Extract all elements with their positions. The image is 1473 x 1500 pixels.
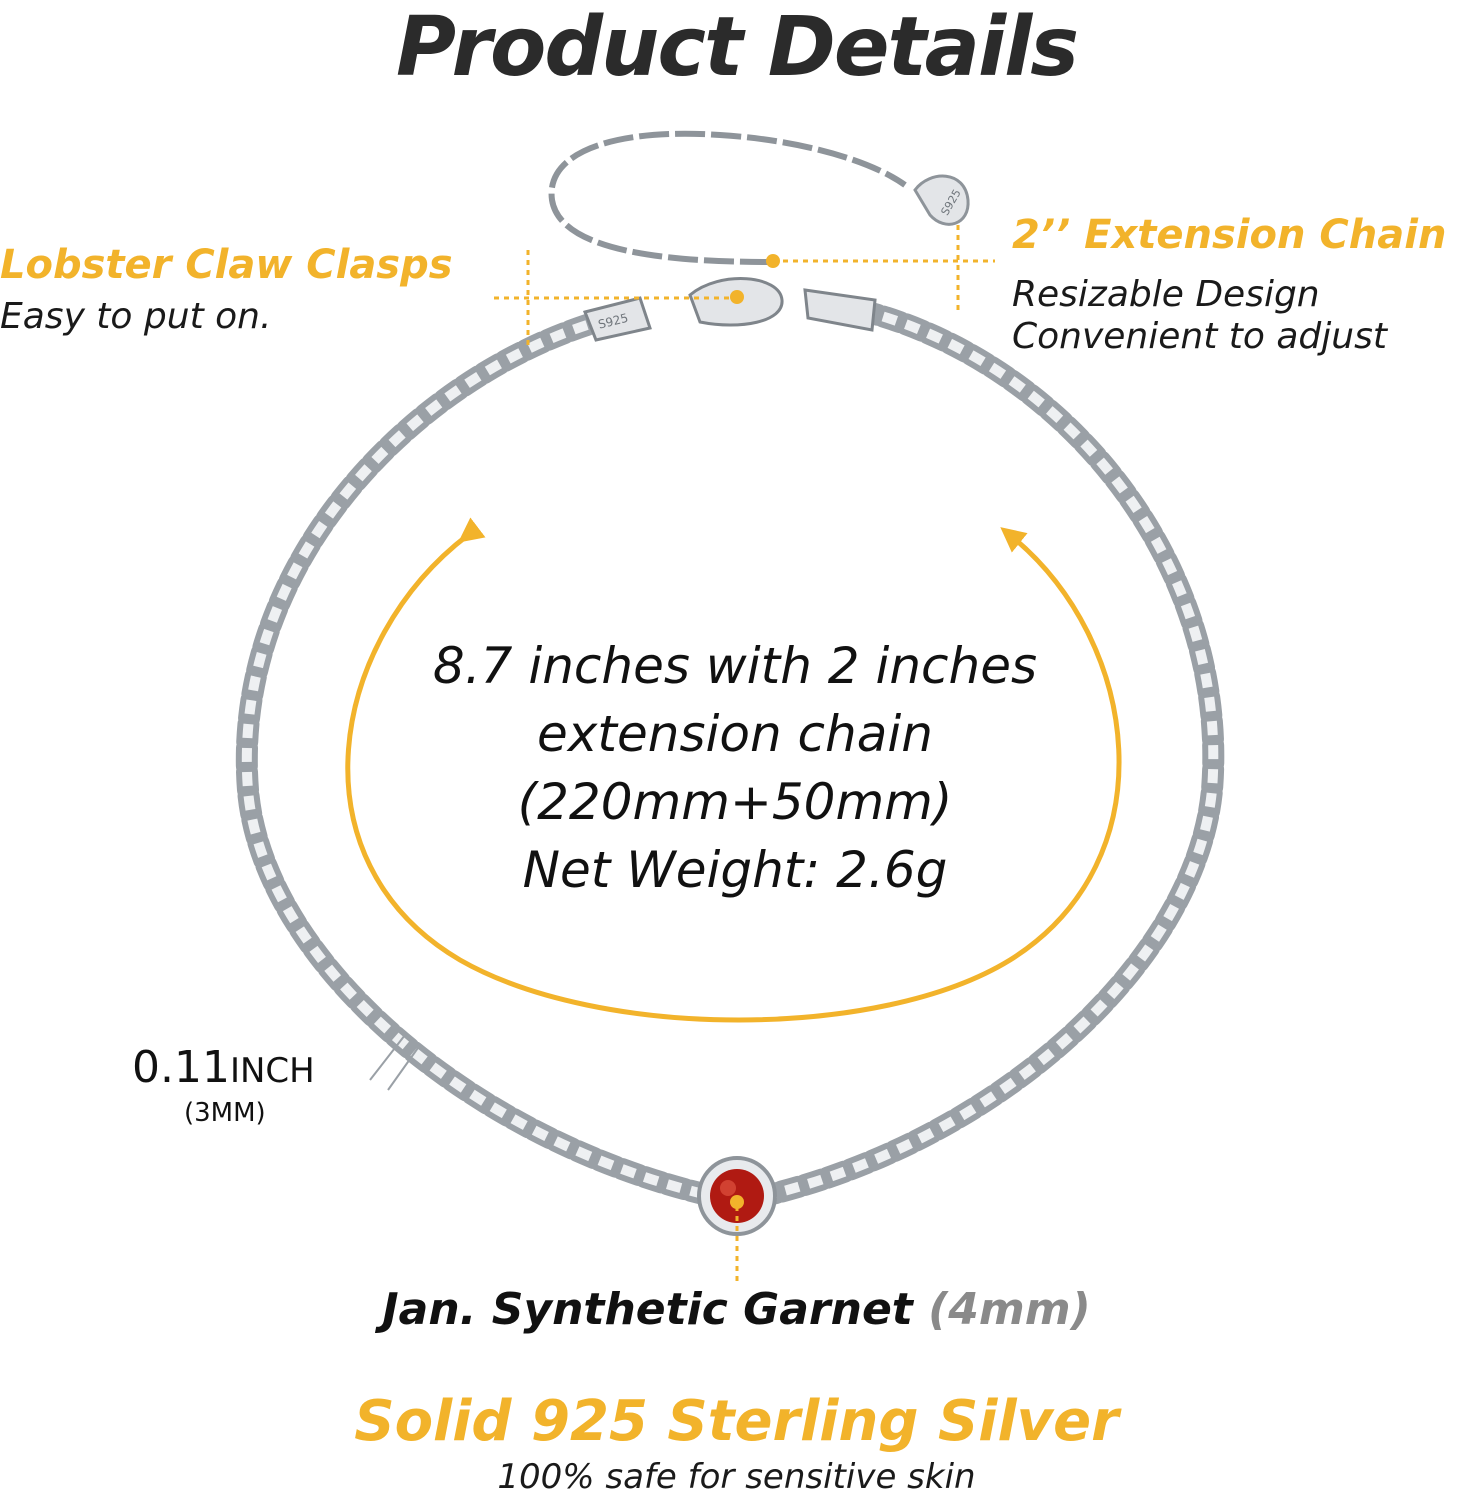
length-line-3: (220mm+50mm) (517, 773, 953, 831)
extension-chain (548, 130, 907, 265)
extension-marker-dot (766, 254, 780, 268)
length-info: 8.7 inches with 2 inches extension chain… (380, 632, 1090, 904)
chain-width-label: 0.11INCH (3MM) (132, 1042, 315, 1129)
chain-width-value: 0.11 (132, 1042, 230, 1093)
extension-callout: 2’’ Extension Chain Resizable Design Con… (1012, 210, 1446, 358)
gauge-indicator (369, 1034, 421, 1091)
extension-callout-line2: Convenient to adjust (1012, 316, 1387, 357)
material-subtitle: 100% safe for sensitive skin (497, 1457, 976, 1497)
chain-width-unit: INCH (229, 1051, 315, 1091)
end-tag (913, 174, 970, 226)
length-line-1: 8.7 inches with 2 inches (432, 637, 1038, 695)
net-weight: Net Weight: 2.6g (522, 841, 948, 899)
extension-callout-title: 2’’ Extension Chain (1012, 212, 1447, 258)
lobster-clasp (582, 277, 877, 342)
extension-callout-line1: Resizable Design (1012, 274, 1320, 315)
figaro-chain (235, 299, 1225, 1207)
stone-size: (4mm) (928, 1284, 1091, 1335)
clasp-callout-subtitle: Easy to put on. (0, 296, 272, 337)
clasp-callout-title: Lobster Claw Clasps (0, 242, 453, 288)
clasp-callout: Lobster Claw Clasps Easy to put on. (0, 240, 453, 338)
length-line-2: extension chain (537, 705, 933, 763)
clasp-marker-dot (730, 290, 744, 304)
stone-name: Jan. Synthetic Garnet (382, 1284, 913, 1335)
stone-label: Jan. Synthetic Garnet (4mm) (0, 1282, 1473, 1338)
size-arc (345, 517, 1122, 1023)
stone-marker-dot (730, 1195, 744, 1209)
callout-guides (494, 225, 995, 1282)
chain-width-metric: (3MM) (184, 1098, 266, 1128)
page-title: Product Details (395, 0, 1079, 95)
material-title: Solid 925 Sterling Silver (354, 1389, 1119, 1454)
